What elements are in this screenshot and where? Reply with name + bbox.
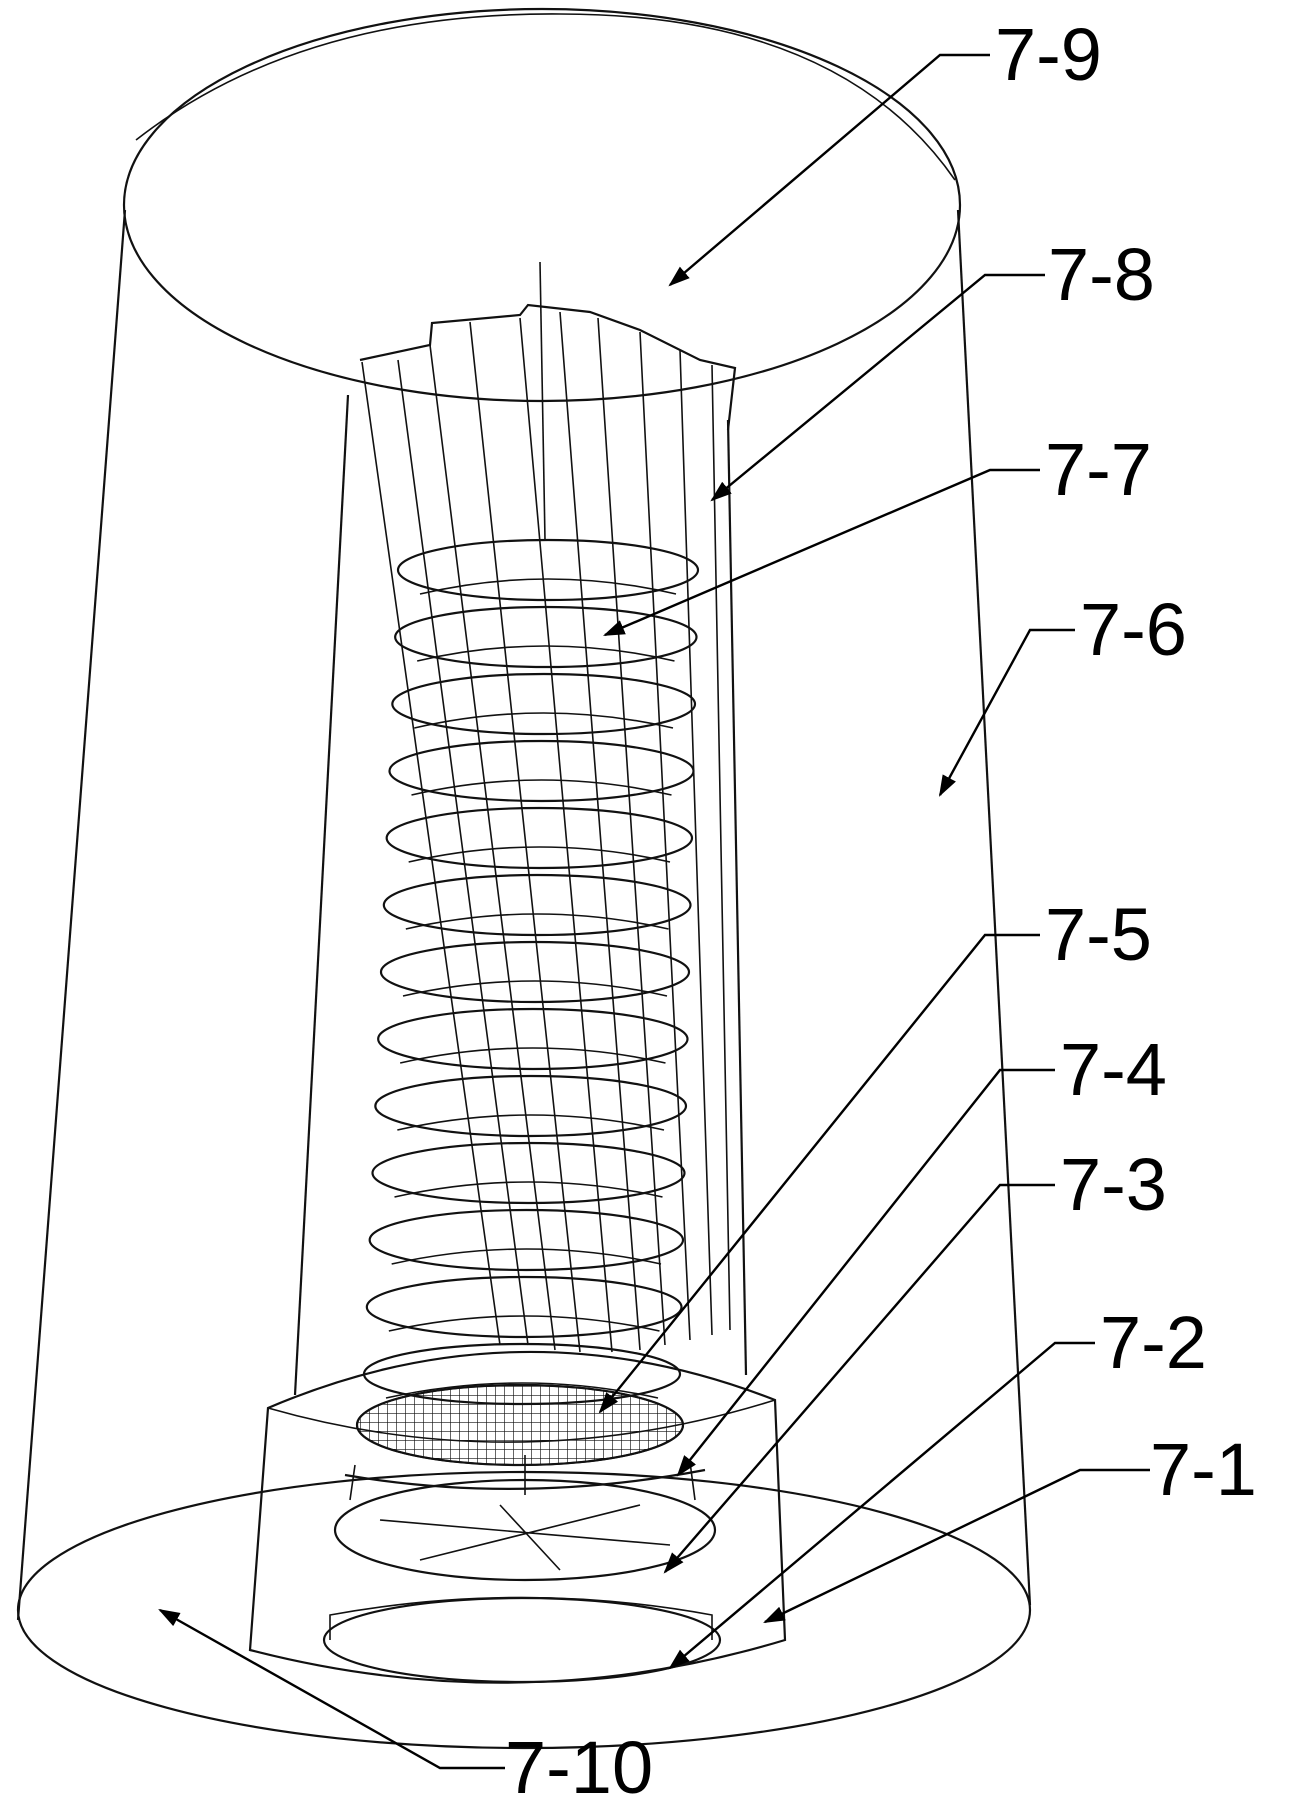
spring-coil-inner xyxy=(397,1114,665,1131)
housing-top-rim xyxy=(135,13,956,181)
label-7-9: 7-9 xyxy=(995,13,1102,96)
spring-coil-inner xyxy=(402,980,668,997)
spring-coil xyxy=(371,1141,686,1205)
base-body xyxy=(248,1350,787,1684)
reference-labels: 7-9 7-8 7-7 7-6 7-5 7-4 7-3 7-2 7-1 7-10 xyxy=(505,13,1257,1809)
ring-plate xyxy=(344,1468,706,1490)
leader-7-9 xyxy=(668,53,990,287)
leader-7-7 xyxy=(603,468,1040,637)
valve-disc xyxy=(333,1478,717,1582)
leader-7-1 xyxy=(763,1468,1150,1624)
spring-coil-inner xyxy=(405,913,669,930)
spring-coil xyxy=(368,1208,685,1272)
spring-coil xyxy=(394,605,698,669)
label-7-5: 7-5 xyxy=(1045,893,1152,976)
leader-7-6 xyxy=(938,628,1075,797)
label-7-4: 7-4 xyxy=(1060,1028,1167,1111)
leader-7-2 xyxy=(668,1341,1095,1670)
spring-coil-inner xyxy=(419,578,677,595)
helical-spring xyxy=(362,538,700,1406)
housing-right-edge xyxy=(956,209,1032,1606)
leader-lines xyxy=(158,53,1150,1770)
housing-bottom-ellipse xyxy=(16,1470,1032,1750)
label-7-8: 7-8 xyxy=(1048,233,1155,316)
outlet-port-wall xyxy=(329,1596,713,1640)
valve-disc-ribs xyxy=(379,1504,671,1571)
housing-left-edge xyxy=(16,209,127,1621)
label-7-10: 7-10 xyxy=(505,1726,653,1809)
base-assembly xyxy=(248,1350,787,1684)
filter-mesh-rim xyxy=(355,1383,685,1467)
leader-7-5 xyxy=(598,933,1040,1414)
spring-coil xyxy=(385,806,694,870)
label-7-2: 7-2 xyxy=(1100,1301,1207,1384)
spring-coil-inner xyxy=(408,846,671,863)
spring-coil-inner xyxy=(385,1382,659,1399)
spring-coil-inner xyxy=(394,1181,663,1198)
spring-coil xyxy=(379,940,691,1004)
spring-coil xyxy=(388,739,695,803)
column-flutes xyxy=(361,311,731,1353)
outer-housing xyxy=(16,7,1032,1750)
column-axis-line xyxy=(539,261,546,541)
outlet-port xyxy=(322,1596,722,1684)
column-left-edge xyxy=(293,394,350,1396)
spring-coil xyxy=(382,873,692,937)
label-7-1: 7-1 xyxy=(1150,1428,1257,1511)
spring-coil-inner xyxy=(416,645,675,662)
leader-7-3 xyxy=(663,1183,1055,1574)
label-7-3: 7-3 xyxy=(1060,1143,1167,1226)
spring-coil xyxy=(374,1074,688,1138)
spring-coil xyxy=(391,672,697,736)
leader-7-4 xyxy=(676,1068,1055,1477)
spring-coil-inner xyxy=(399,1047,666,1064)
spring-coil xyxy=(365,1275,683,1339)
spring-coil-inner xyxy=(414,712,674,729)
column-right-edge xyxy=(726,419,748,1376)
label-7-6: 7-6 xyxy=(1080,588,1187,671)
leader-7-10 xyxy=(158,1608,505,1770)
spring-coil-inner xyxy=(411,779,672,796)
leader-7-8 xyxy=(710,273,1045,502)
spring-coil xyxy=(377,1007,689,1071)
spring-coil-inner xyxy=(391,1248,662,1265)
label-7-7: 7-7 xyxy=(1045,428,1152,511)
inner-column xyxy=(293,261,748,1396)
spring-coil xyxy=(396,538,700,602)
spring-coil-inner xyxy=(388,1315,660,1332)
column-top-profile xyxy=(359,303,737,431)
